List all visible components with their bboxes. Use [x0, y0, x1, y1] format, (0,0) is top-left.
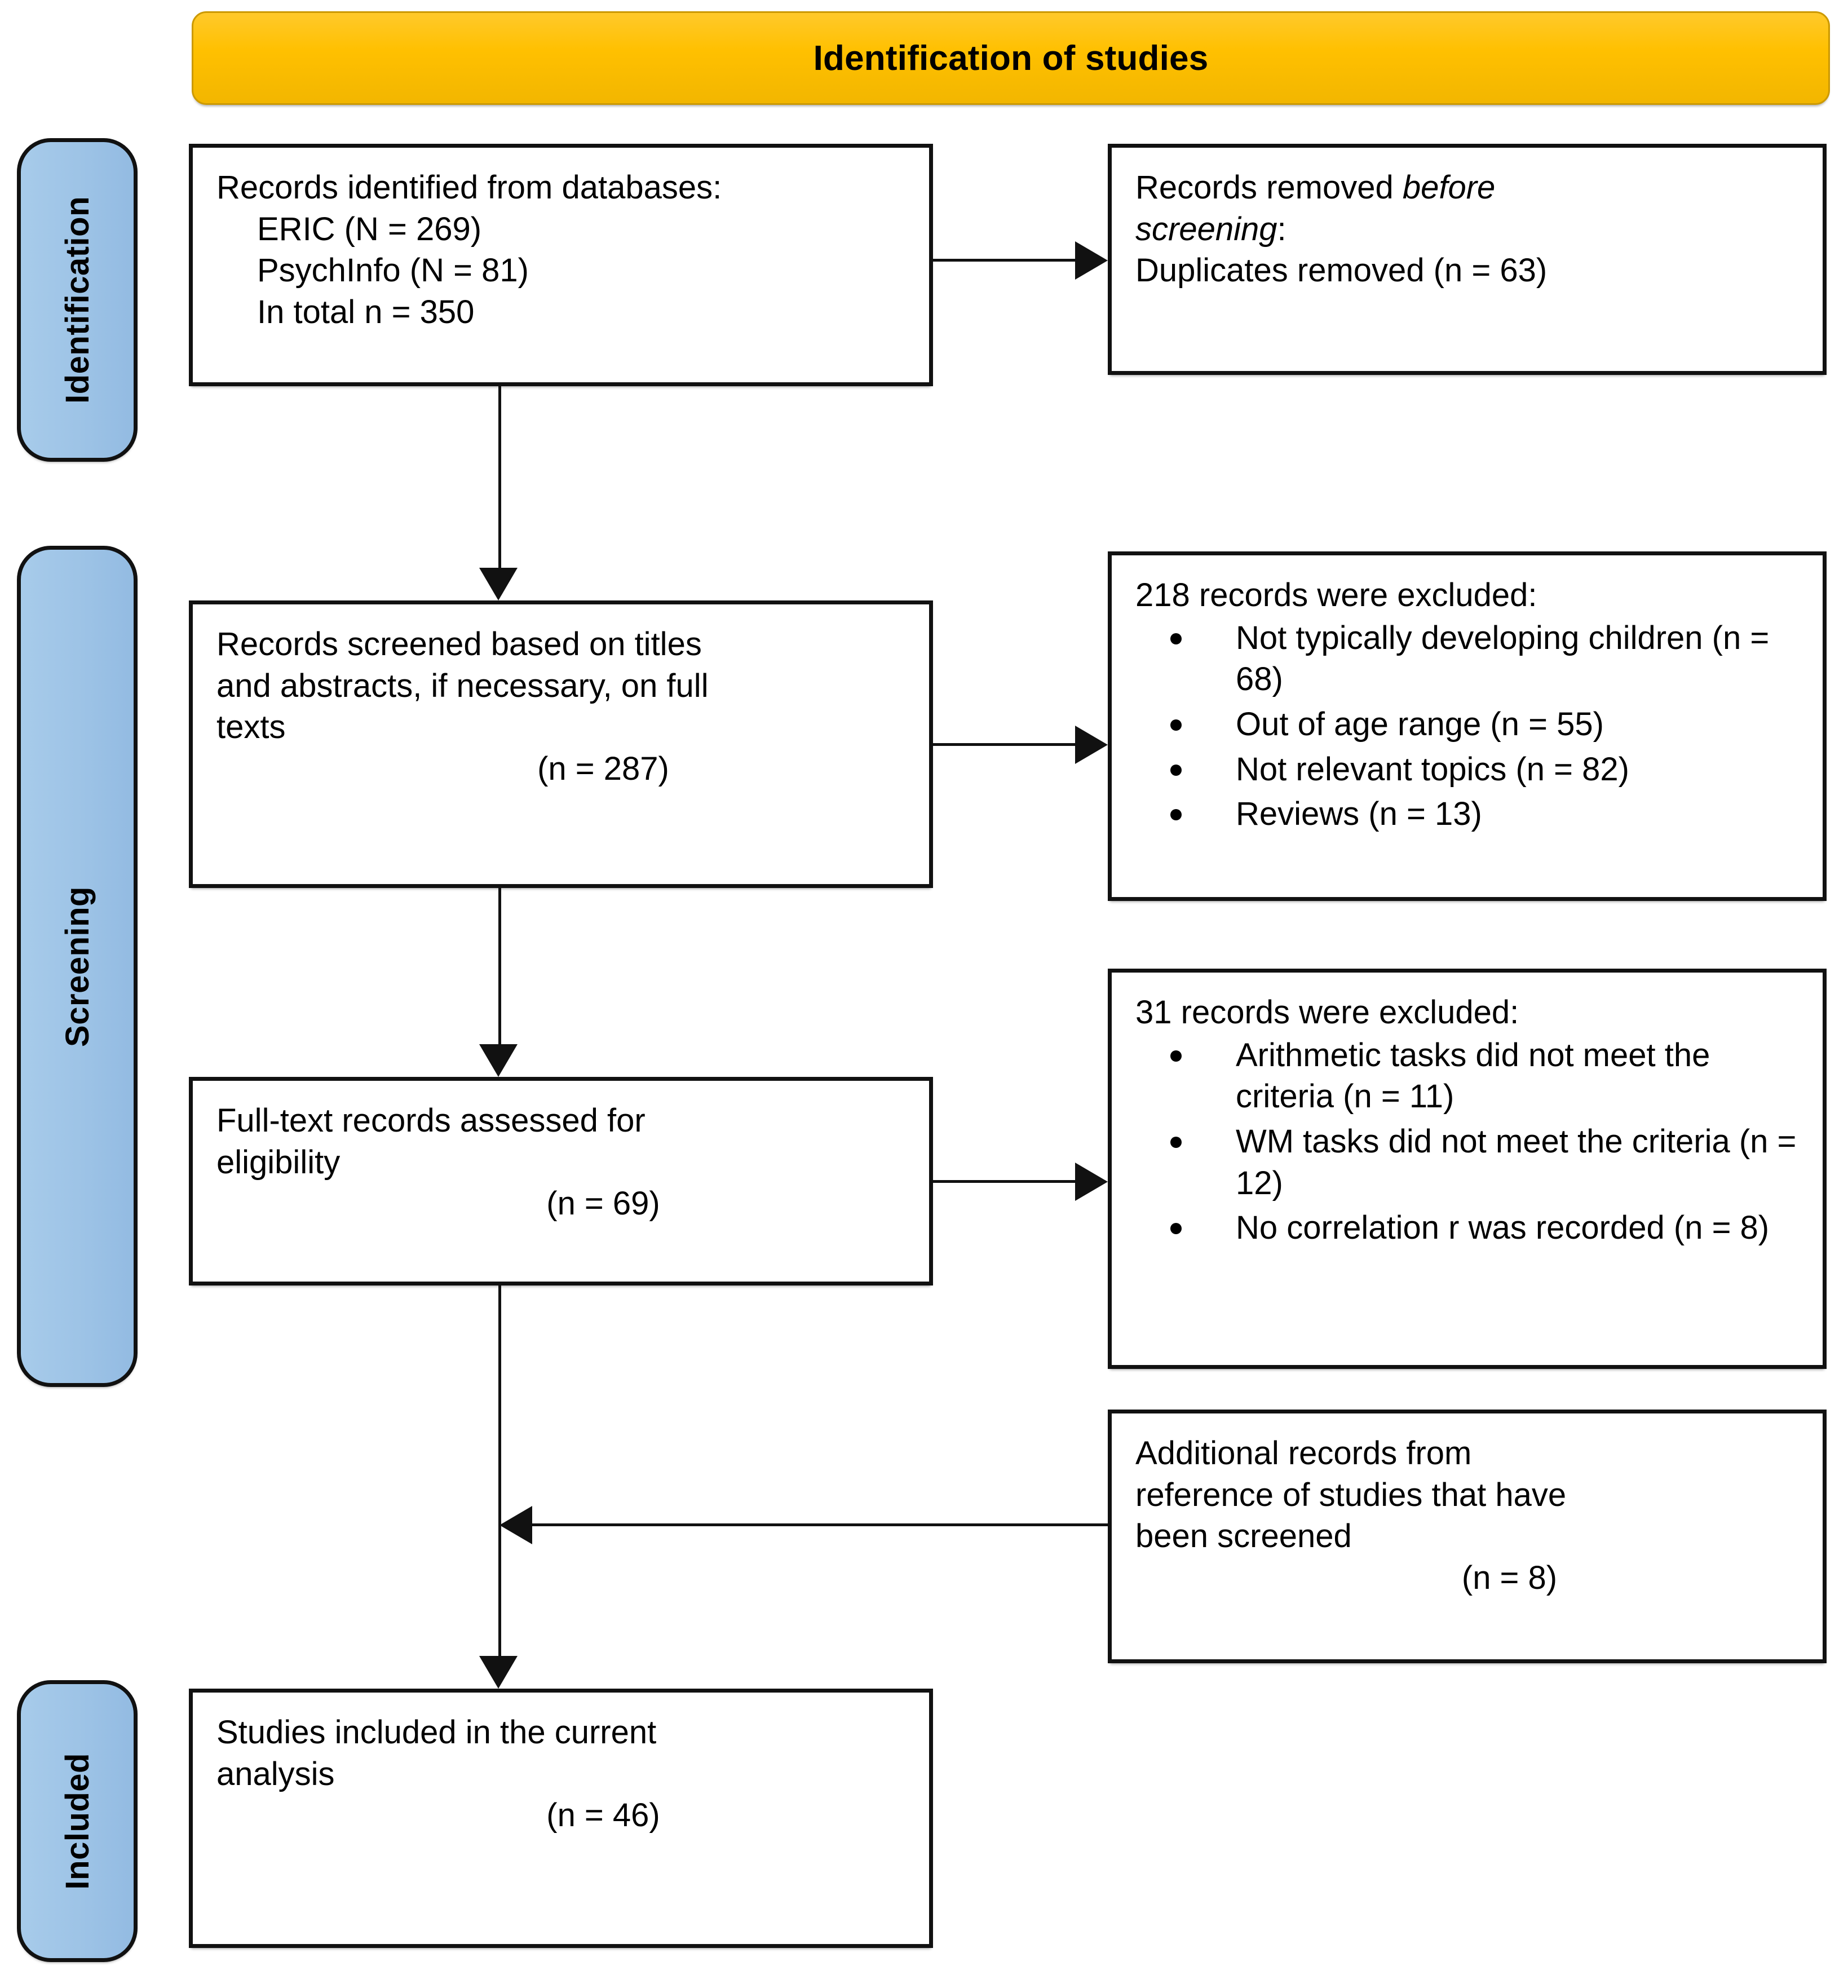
- additional-count: (n = 8): [1461, 1559, 1558, 1596]
- list-item: Arithmetic tasks did not meet the criter…: [1135, 1035, 1799, 1117]
- connector-identified-to-removed: [933, 259, 1075, 262]
- connector-fulltext-to-included: [498, 1285, 501, 1656]
- fulltext-count: (n = 69): [546, 1185, 660, 1222]
- box-additional-records: Additional records from reference of stu…: [1108, 1410, 1827, 1663]
- arrow-down-icon: [479, 1656, 518, 1689]
- records-identified-eric: ERIC (N = 269): [257, 210, 482, 248]
- records-identified-line1: Records identified from databases:: [216, 169, 722, 206]
- included-count: (n = 46): [546, 1797, 660, 1834]
- fulltext-line2: eligibility: [216, 1143, 341, 1181]
- included-line1: Studies included in the current: [216, 1714, 657, 1751]
- excluded-31-heading: 31 records were excluded:: [1135, 994, 1519, 1031]
- additional-line2: reference of studies that have: [1135, 1476, 1567, 1513]
- records-screened-count: (n = 287): [537, 750, 669, 787]
- box-fulltext-assessed: Full-text records assessed for eligibili…: [189, 1077, 933, 1285]
- connector-fulltext-to-excluded31: [933, 1180, 1075, 1183]
- additional-line3: been screened: [1135, 1518, 1352, 1555]
- records-removed-line1: Records removed before: [1135, 167, 1799, 209]
- box-excluded-31: 31 records were excluded: Arithmetic tas…: [1108, 969, 1827, 1369]
- stage-label-included: Included: [59, 1752, 96, 1890]
- records-screened-line1: Records screened based on titles: [216, 626, 702, 662]
- box-records-identified: Records identified from databases: ERIC …: [189, 144, 933, 386]
- stage-pill-identification: Identification: [17, 138, 138, 462]
- included-line2: analysis: [216, 1755, 335, 1792]
- arrow-right-icon: [1075, 726, 1108, 764]
- stage-pill-included: Included: [17, 1680, 138, 1962]
- list-item: Out of age range (n = 55): [1135, 704, 1799, 745]
- records-removed-line2-emphasis: screening: [1135, 210, 1277, 248]
- list-item: Reviews (n = 13): [1135, 793, 1799, 835]
- box-studies-included: Studies included in the current analysis…: [189, 1689, 933, 1948]
- excluded-31-reason-list: Arithmetic tasks did not meet the criter…: [1135, 1035, 1799, 1249]
- box-excluded-218: 218 records were excluded: Not typically…: [1108, 551, 1827, 901]
- fulltext-line1: Full-text records assessed for: [216, 1102, 646, 1139]
- records-identified-psychinfo: PsychInfo (N = 81): [257, 252, 529, 289]
- stage-pill-screening: Screening: [17, 546, 138, 1387]
- excluded-218-heading: 218 records were excluded:: [1135, 577, 1537, 613]
- excluded-218-reason-list: Not typically developing children (n = 6…: [1135, 617, 1799, 835]
- records-removed-line2: screening:: [1135, 209, 1799, 250]
- arrow-right-icon: [1075, 241, 1108, 280]
- stage-label-screening: Screening: [59, 886, 96, 1047]
- arrow-down-icon: [479, 1044, 518, 1077]
- records-identified-total: In total n = 350: [257, 293, 475, 330]
- arrow-down-icon: [479, 568, 518, 600]
- list-item: WM tasks did not meet the criteria (n = …: [1135, 1121, 1799, 1204]
- list-item: Not relevant topics (n = 82): [1135, 749, 1799, 790]
- connector-identified-to-screened: [498, 386, 501, 568]
- additional-line1: Additional records from: [1135, 1435, 1472, 1472]
- banner-title: Identification of studies: [813, 38, 1209, 78]
- arrow-left-icon: [499, 1506, 532, 1544]
- records-screened-line3: texts: [216, 709, 286, 746]
- records-removed-line2-colon: :: [1277, 210, 1286, 248]
- records-removed-line1-text: Records removed: [1135, 169, 1403, 206]
- records-removed-line1-emphasis: before: [1402, 169, 1496, 206]
- connector-screened-to-fulltext: [498, 888, 501, 1044]
- identification-banner: Identification of studies: [192, 11, 1830, 105]
- list-item: Not typically developing children (n = 6…: [1135, 617, 1799, 700]
- connector-additional-to-spine: [532, 1523, 1108, 1526]
- arrow-right-icon: [1075, 1163, 1108, 1201]
- box-records-screened: Records screened based on titles and abs…: [189, 600, 933, 888]
- stage-label-identification: Identification: [59, 196, 96, 404]
- box-records-removed: Records removed before screening: Duplic…: [1108, 144, 1827, 375]
- records-screened-line2: and abstracts, if necessary, on full: [216, 667, 709, 704]
- list-item: No correlation r was recorded (n = 8): [1135, 1207, 1799, 1249]
- records-removed-duplicates: Duplicates removed (n = 63): [1135, 252, 1548, 289]
- connector-screened-to-excluded218: [933, 743, 1075, 746]
